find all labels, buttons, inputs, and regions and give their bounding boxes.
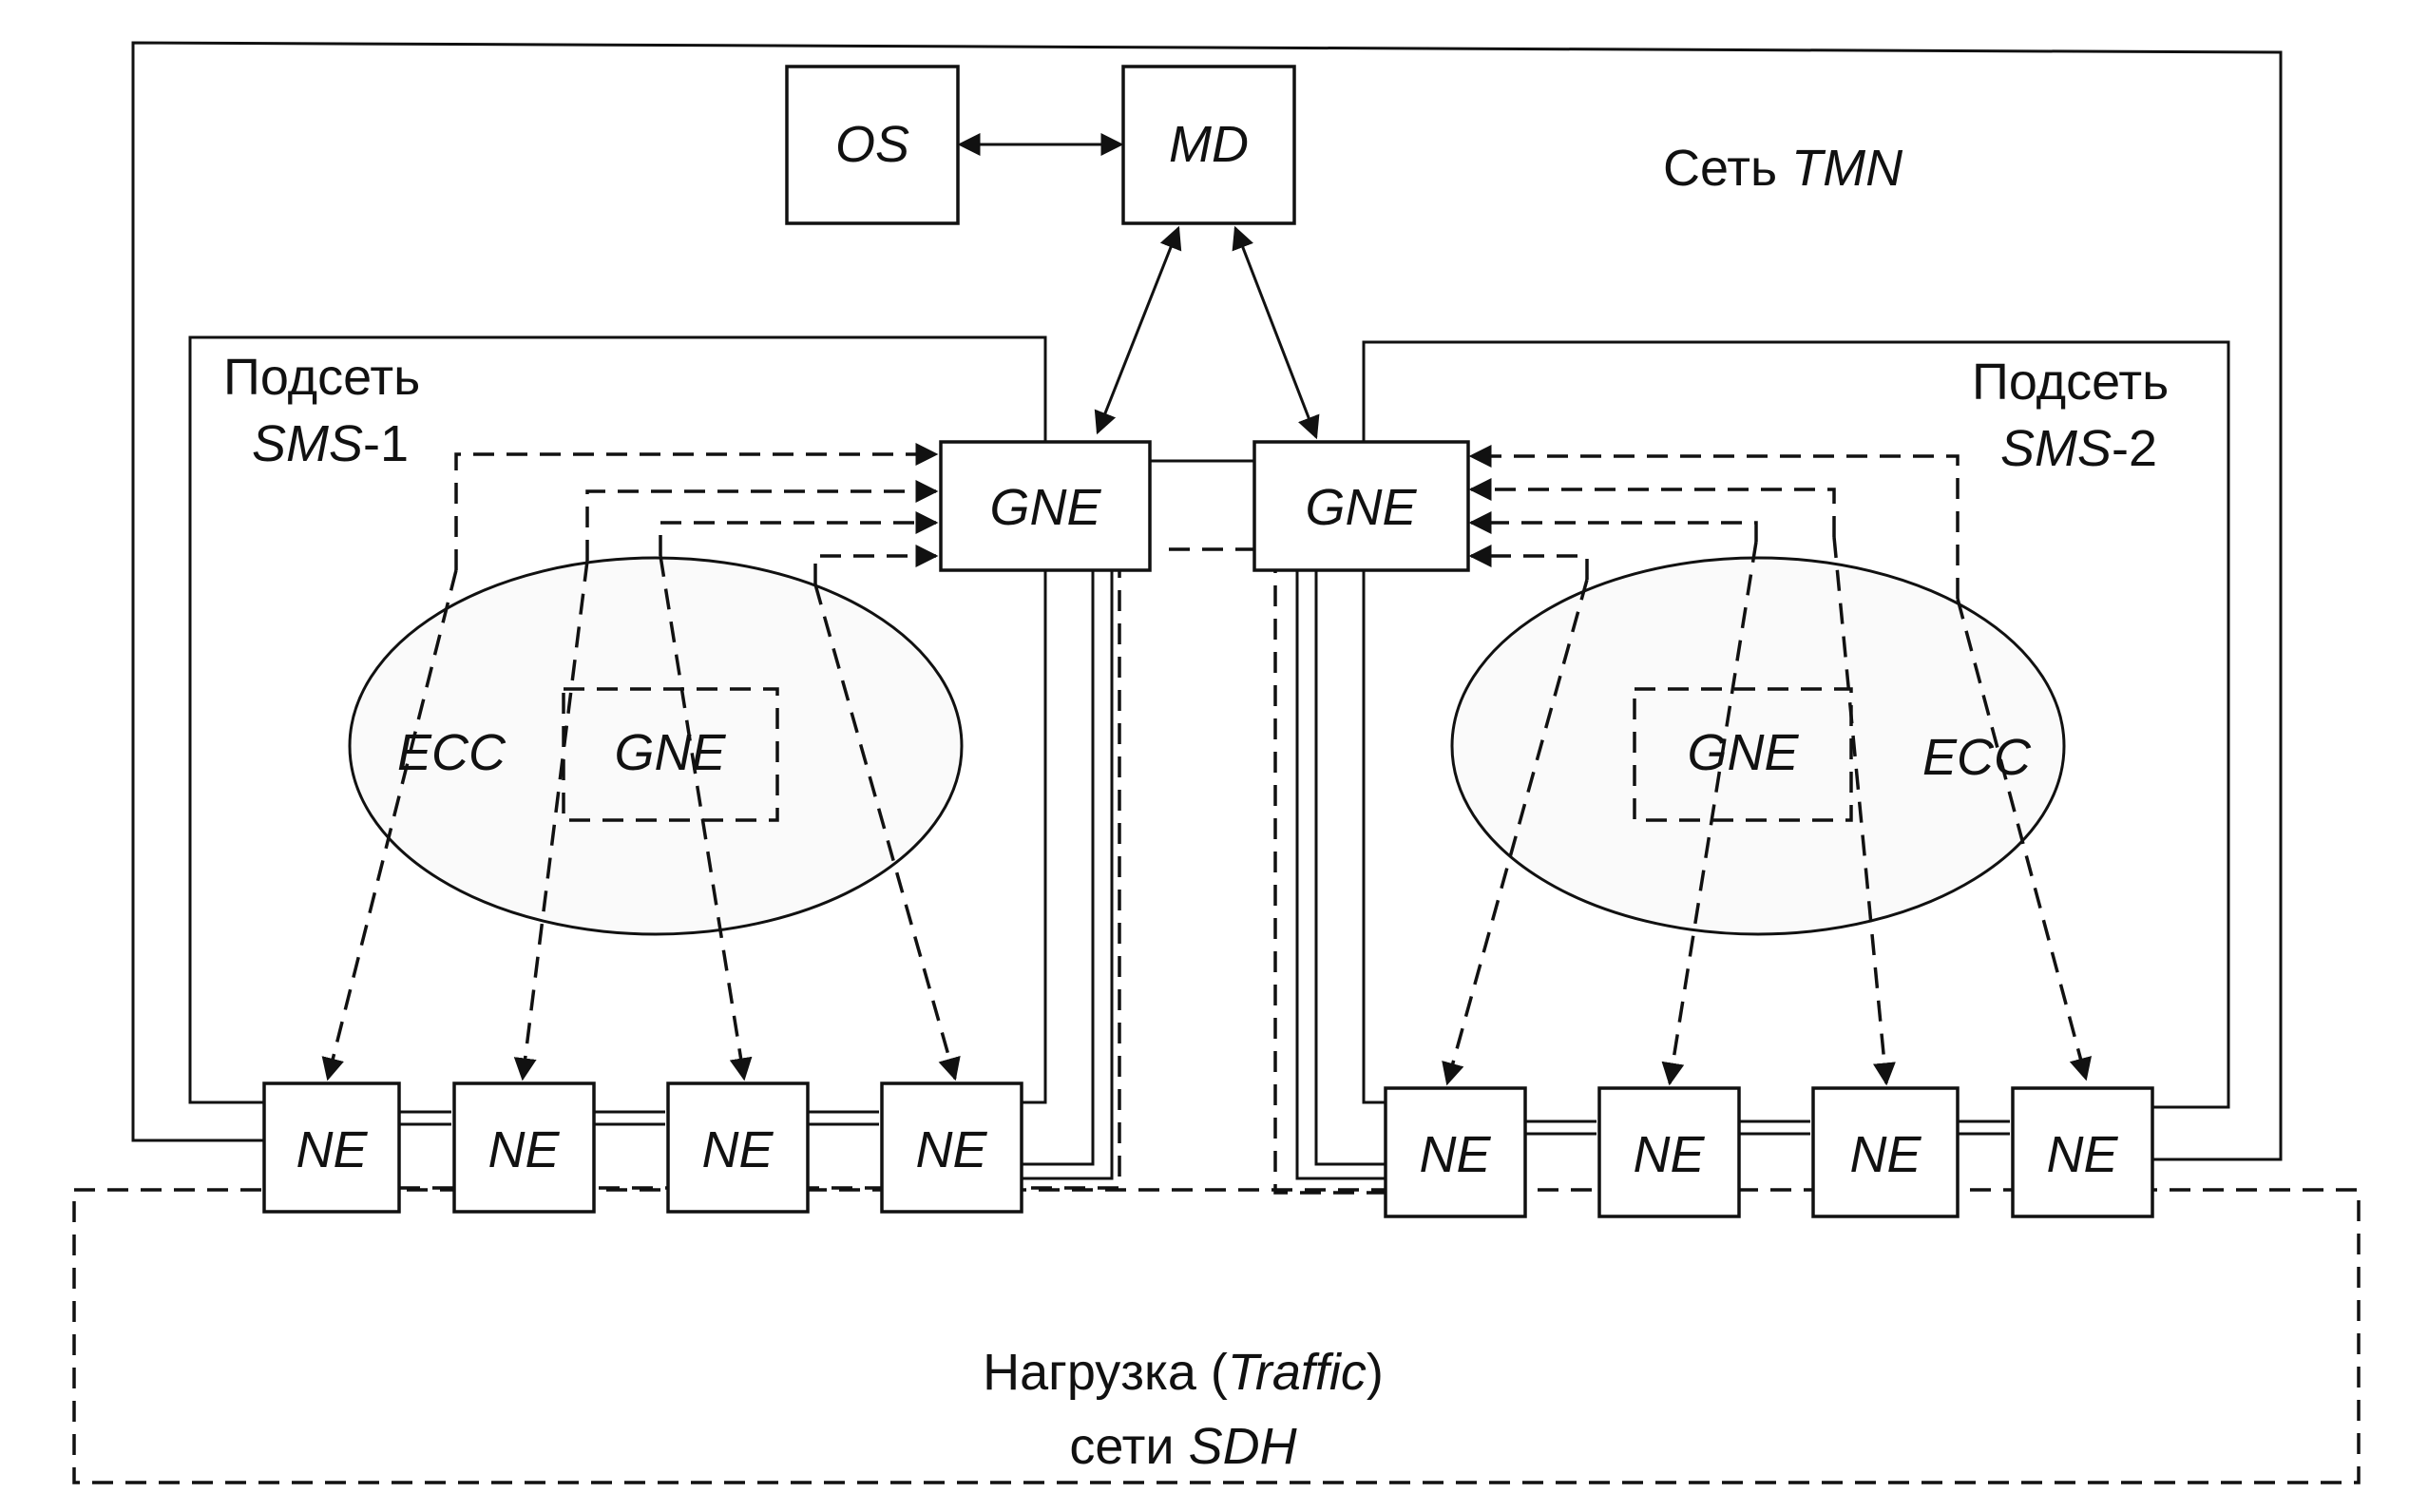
ne-label: NE: [296, 1121, 368, 1178]
md-node: MD: [1121, 65, 1296, 225]
ne-label: NE: [2046, 1126, 2118, 1183]
ecc-gne-label-sms2: GNE: [1687, 724, 1799, 781]
sms2-control-paths: [1442, 445, 2093, 1086]
ecc-gne-box-sms2: [1633, 687, 1853, 822]
ne-label: NE: [1849, 1126, 1921, 1183]
ecc-ellipse-sms2: [1450, 556, 2066, 936]
subnet-sms1-frame: [188, 335, 1047, 1104]
gne-label-sms2: GNE: [1305, 479, 1417, 536]
subnet-sms2-label-name: SMS-2: [2000, 420, 2157, 477]
ne-label: NE: [488, 1121, 560, 1178]
ecc-gne-label-sms1: GNE: [614, 724, 726, 781]
traffic-label-line2: сети SDH: [1069, 1418, 1297, 1475]
ne-label: NE: [1633, 1126, 1705, 1183]
ecc-ellipse-sms1: [348, 556, 964, 936]
gne-node-sms2: GNE: [1252, 440, 1470, 572]
gne-node-sms1: GNE: [939, 440, 1152, 572]
md-gne2-arrow: [1232, 225, 1320, 440]
ne-node: NE: [880, 1081, 1023, 1214]
os-node: OS: [785, 65, 960, 225]
tmn-network-label: Сеть TMN: [1663, 140, 1903, 197]
md-label: MD: [1169, 116, 1249, 173]
sdh-traffic-frame: [72, 1188, 2361, 1484]
subnet-sms2-label-word: Подсеть: [1972, 354, 2169, 411]
ne-node: NE: [262, 1081, 401, 1214]
os-label: OS: [835, 116, 909, 173]
ne-links-right: [1273, 565, 2010, 1195]
ne-node: NE: [452, 1081, 596, 1214]
ecc-label-sms1: ECC: [397, 724, 507, 781]
ecc-label-sms2: ECC: [1922, 729, 2032, 786]
ne-label: NE: [1419, 1126, 1491, 1183]
traffic-label-line1: Нагрузка (Traffic): [983, 1344, 1384, 1401]
ne-node: NE: [1384, 1086, 1527, 1218]
gne-gne-link: [1150, 459, 1254, 551]
ne-node: NE: [1597, 1086, 1741, 1218]
sms1-control-paths: [321, 443, 961, 1081]
subnet-sms1-label-word: Подсеть: [223, 349, 420, 406]
ne-node: NE: [2011, 1086, 2154, 1218]
subnet-sms2-frame: [1362, 340, 2230, 1109]
ne-node: NE: [666, 1081, 810, 1214]
ne-node: NE: [1811, 1086, 1960, 1218]
subnet-sms1-label-name: SMS-1: [252, 415, 409, 472]
tmn-network-frame: [131, 41, 2283, 1161]
md-gne1-arrow: [1094, 225, 1182, 435]
ne-label: NE: [701, 1121, 774, 1178]
ne-label: NE: [915, 1121, 987, 1178]
gne-label-sms1: GNE: [989, 479, 1101, 536]
ecc-gne-box-sms1: [562, 687, 779, 822]
